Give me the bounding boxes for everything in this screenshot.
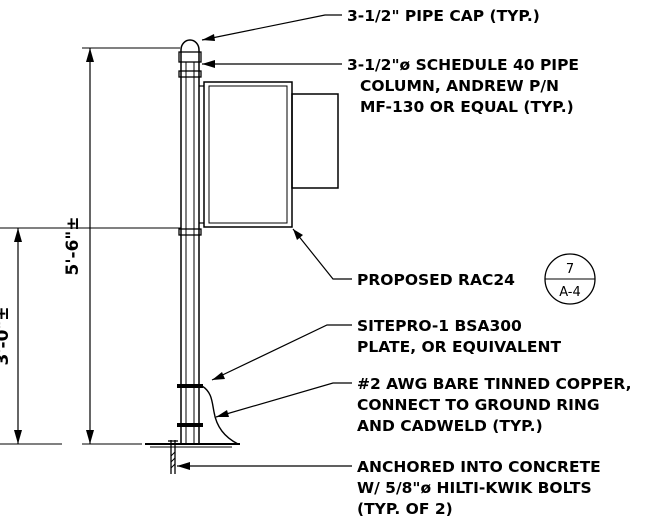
note-anchor-line-2: W/ 5/8"ø HILTI-KWIK BOLTS (357, 479, 592, 497)
note-ground-line-1: #2 AWG BARE TINNED COPPER, (357, 375, 632, 393)
anchor-bolt (168, 440, 178, 474)
note-pipe-cap: 3-1/2" PIPE CAP (TYP.) (347, 7, 540, 25)
detail-reference-bubble: 7 A-4 (544, 253, 596, 305)
ground-conductor (201, 385, 239, 445)
dimension-lower: 3'-0"± (0, 227, 181, 445)
note-ground-line-2: CONNECT TO GROUND RING (357, 396, 600, 414)
note-ground-line-3: AND CADWELD (TYP.) (357, 417, 543, 435)
dimension-overall: 5'-6"± (63, 47, 180, 445)
note-pipe-column-line-2: COLUMN, ANDREW P/N (360, 77, 559, 95)
pipe-column (178, 39, 202, 444)
leader-lines (177, 14, 352, 470)
detail-sheet: A-4 (559, 285, 581, 300)
note-plate-line-1: SITEPRO-1 BSA300 (357, 317, 522, 335)
note-plate-line-2: PLATE, OR EQUIVALENT (357, 338, 561, 356)
note-anchor-line-1: ANCHORED INTO CONCRETE (357, 458, 601, 476)
note-pipe-column-line-1: 3-1/2"ø SCHEDULE 40 PIPE (347, 56, 579, 74)
base-plate (145, 443, 240, 448)
overall-dimension-label: 5'-6"± (63, 216, 83, 275)
rac24-cabinet (199, 81, 339, 228)
detail-number: 7 (566, 262, 574, 277)
lower-dimension-label: 3'-0"± (0, 306, 13, 365)
ground-lugs (177, 384, 203, 427)
note-anchor-line-3: (TYP. OF 2) (357, 500, 453, 518)
note-rac24: PROPOSED RAC24 (357, 271, 515, 289)
note-pipe-column-line-3: MF-130 OR EQUAL (TYP.) (360, 98, 574, 116)
